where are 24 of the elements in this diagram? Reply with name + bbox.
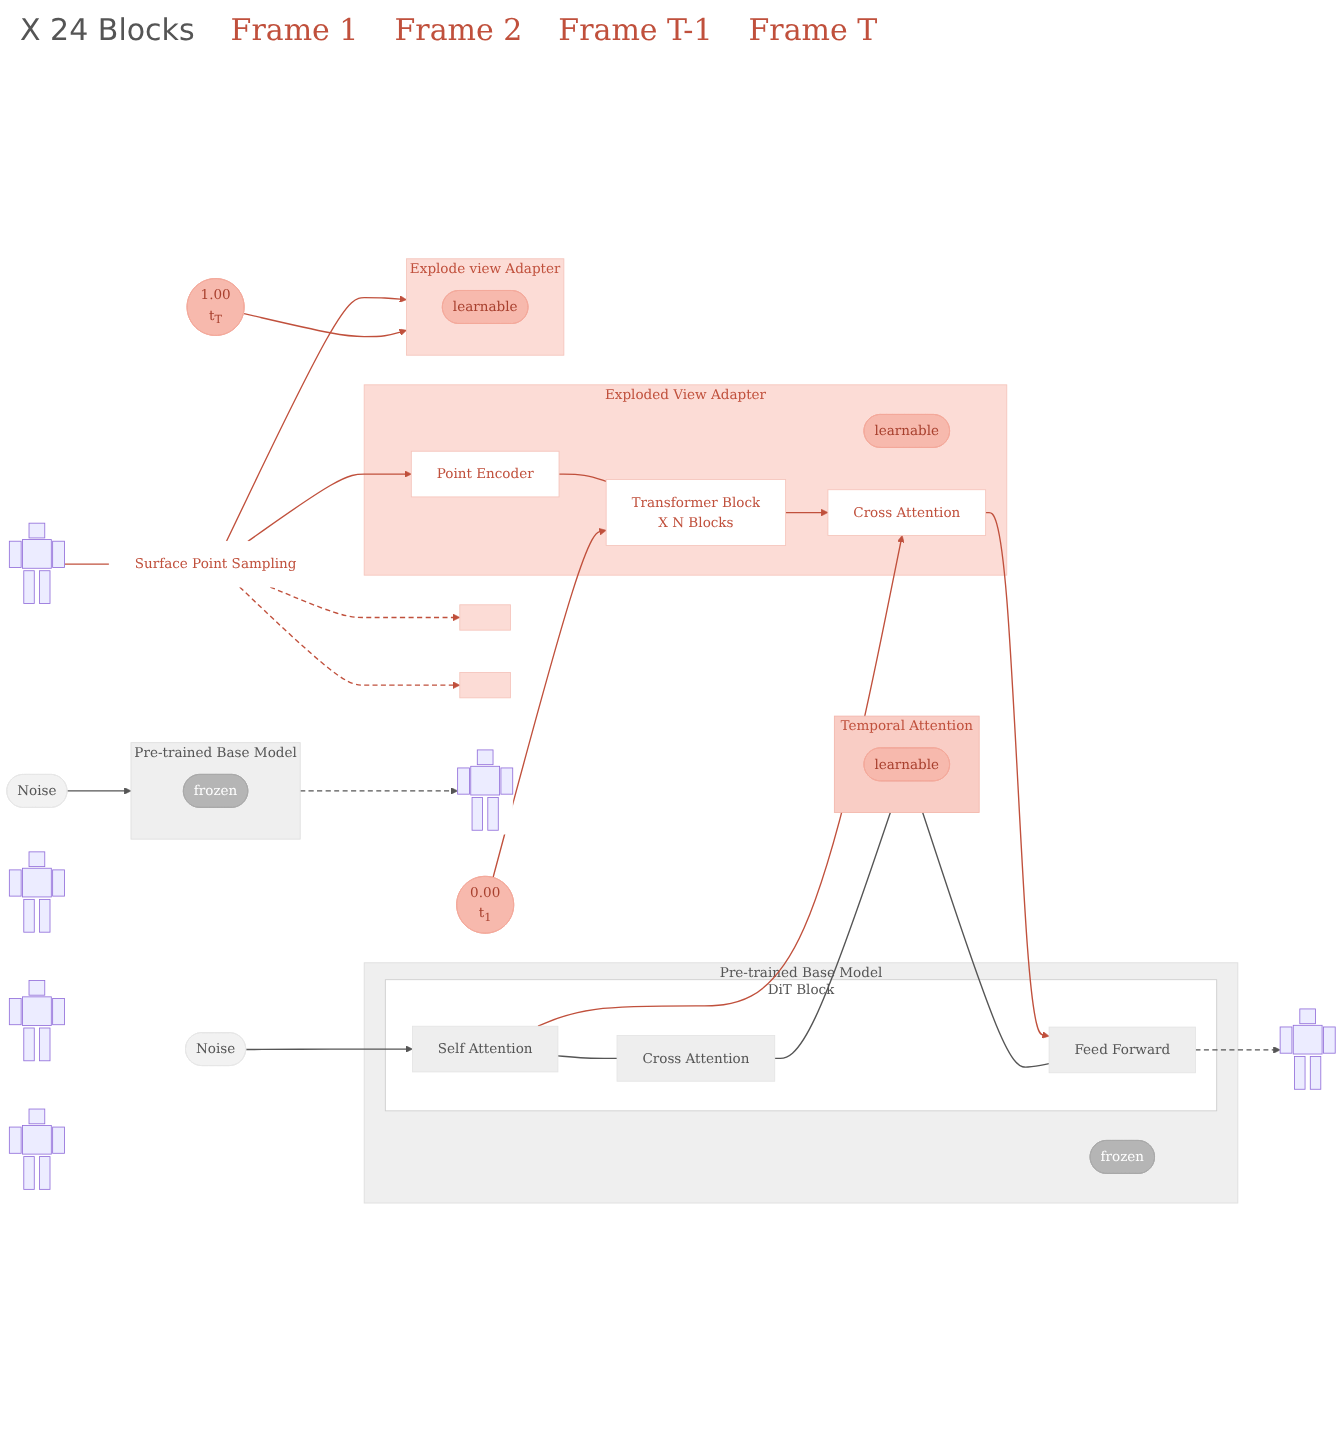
arrow	[247, 469, 412, 542]
arrow	[492, 527, 607, 878]
node-bar	[459, 603, 511, 630]
arrow	[299, 786, 458, 794]
arrow	[66, 786, 132, 794]
arrow	[1194, 1045, 1281, 1053]
arrow	[245, 1044, 413, 1052]
frame-label: Frame 2	[394, 12, 523, 48]
frame-label: Frame T-1	[558, 12, 713, 48]
connector	[557, 1054, 618, 1059]
connector	[63, 562, 110, 564]
arrow	[238, 585, 461, 688]
connector	[558, 472, 607, 482]
connector	[922, 810, 1050, 1067]
arrow	[984, 511, 1050, 1038]
frame-label: X 24 Blocks	[20, 12, 195, 48]
arrow	[784, 507, 829, 516]
connector	[774, 810, 892, 1059]
node-bar	[459, 671, 511, 698]
arrow	[269, 585, 461, 621]
arrow	[225, 294, 407, 542]
frame-label: Frame T	[748, 12, 878, 48]
frame-label: Frame 1	[230, 12, 359, 48]
arrow	[243, 312, 407, 337]
